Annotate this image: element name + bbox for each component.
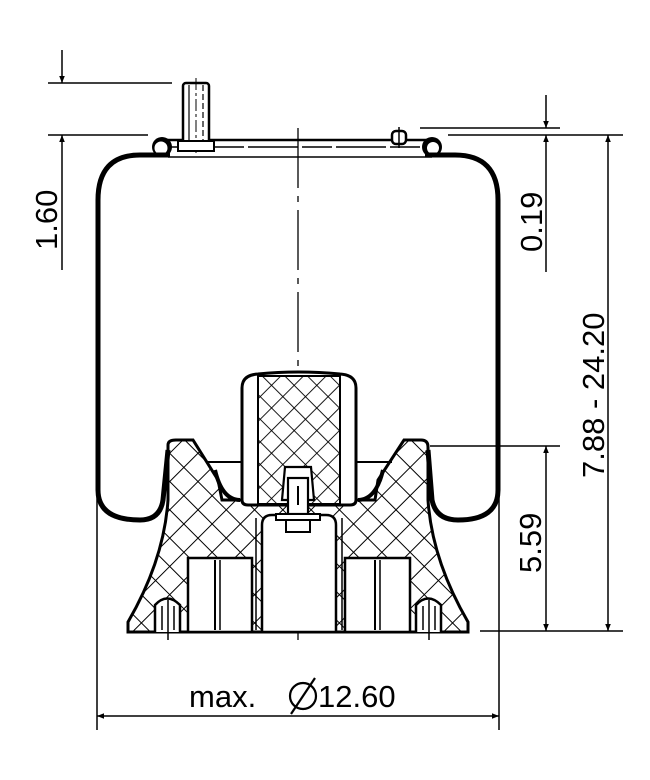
dimension-label-max-prefix: max. [189,679,256,714]
dimension-top-plate-offset: 0.19 [420,95,623,272]
base-stud-right [414,597,443,640]
air-fitting [390,127,408,148]
dimension-piston-height: 5.59 [430,445,560,631]
dimension-label-1-60: 1.60 [29,190,64,250]
dimension-label-0-19: 0.19 [514,192,549,252]
diameter-symbol-icon [288,677,318,715]
dimension-label-max-value: 12.60 [318,679,396,714]
dimension-label-height-range: 7.88 - 24.20 [576,313,611,478]
dimension-max-diameter: max. 12.60 [96,495,500,730]
center-bolt [275,465,321,533]
dimension-label-5-59: 5.59 [513,513,548,573]
dimension-height-range: 7.88 - 24.20 [480,135,623,632]
base-stud-left [153,597,182,640]
mounting-stud [177,78,215,155]
piston [126,438,470,634]
rubber-bellows [95,152,501,523]
dimension-top-stud-height: 1.60 [29,50,172,270]
